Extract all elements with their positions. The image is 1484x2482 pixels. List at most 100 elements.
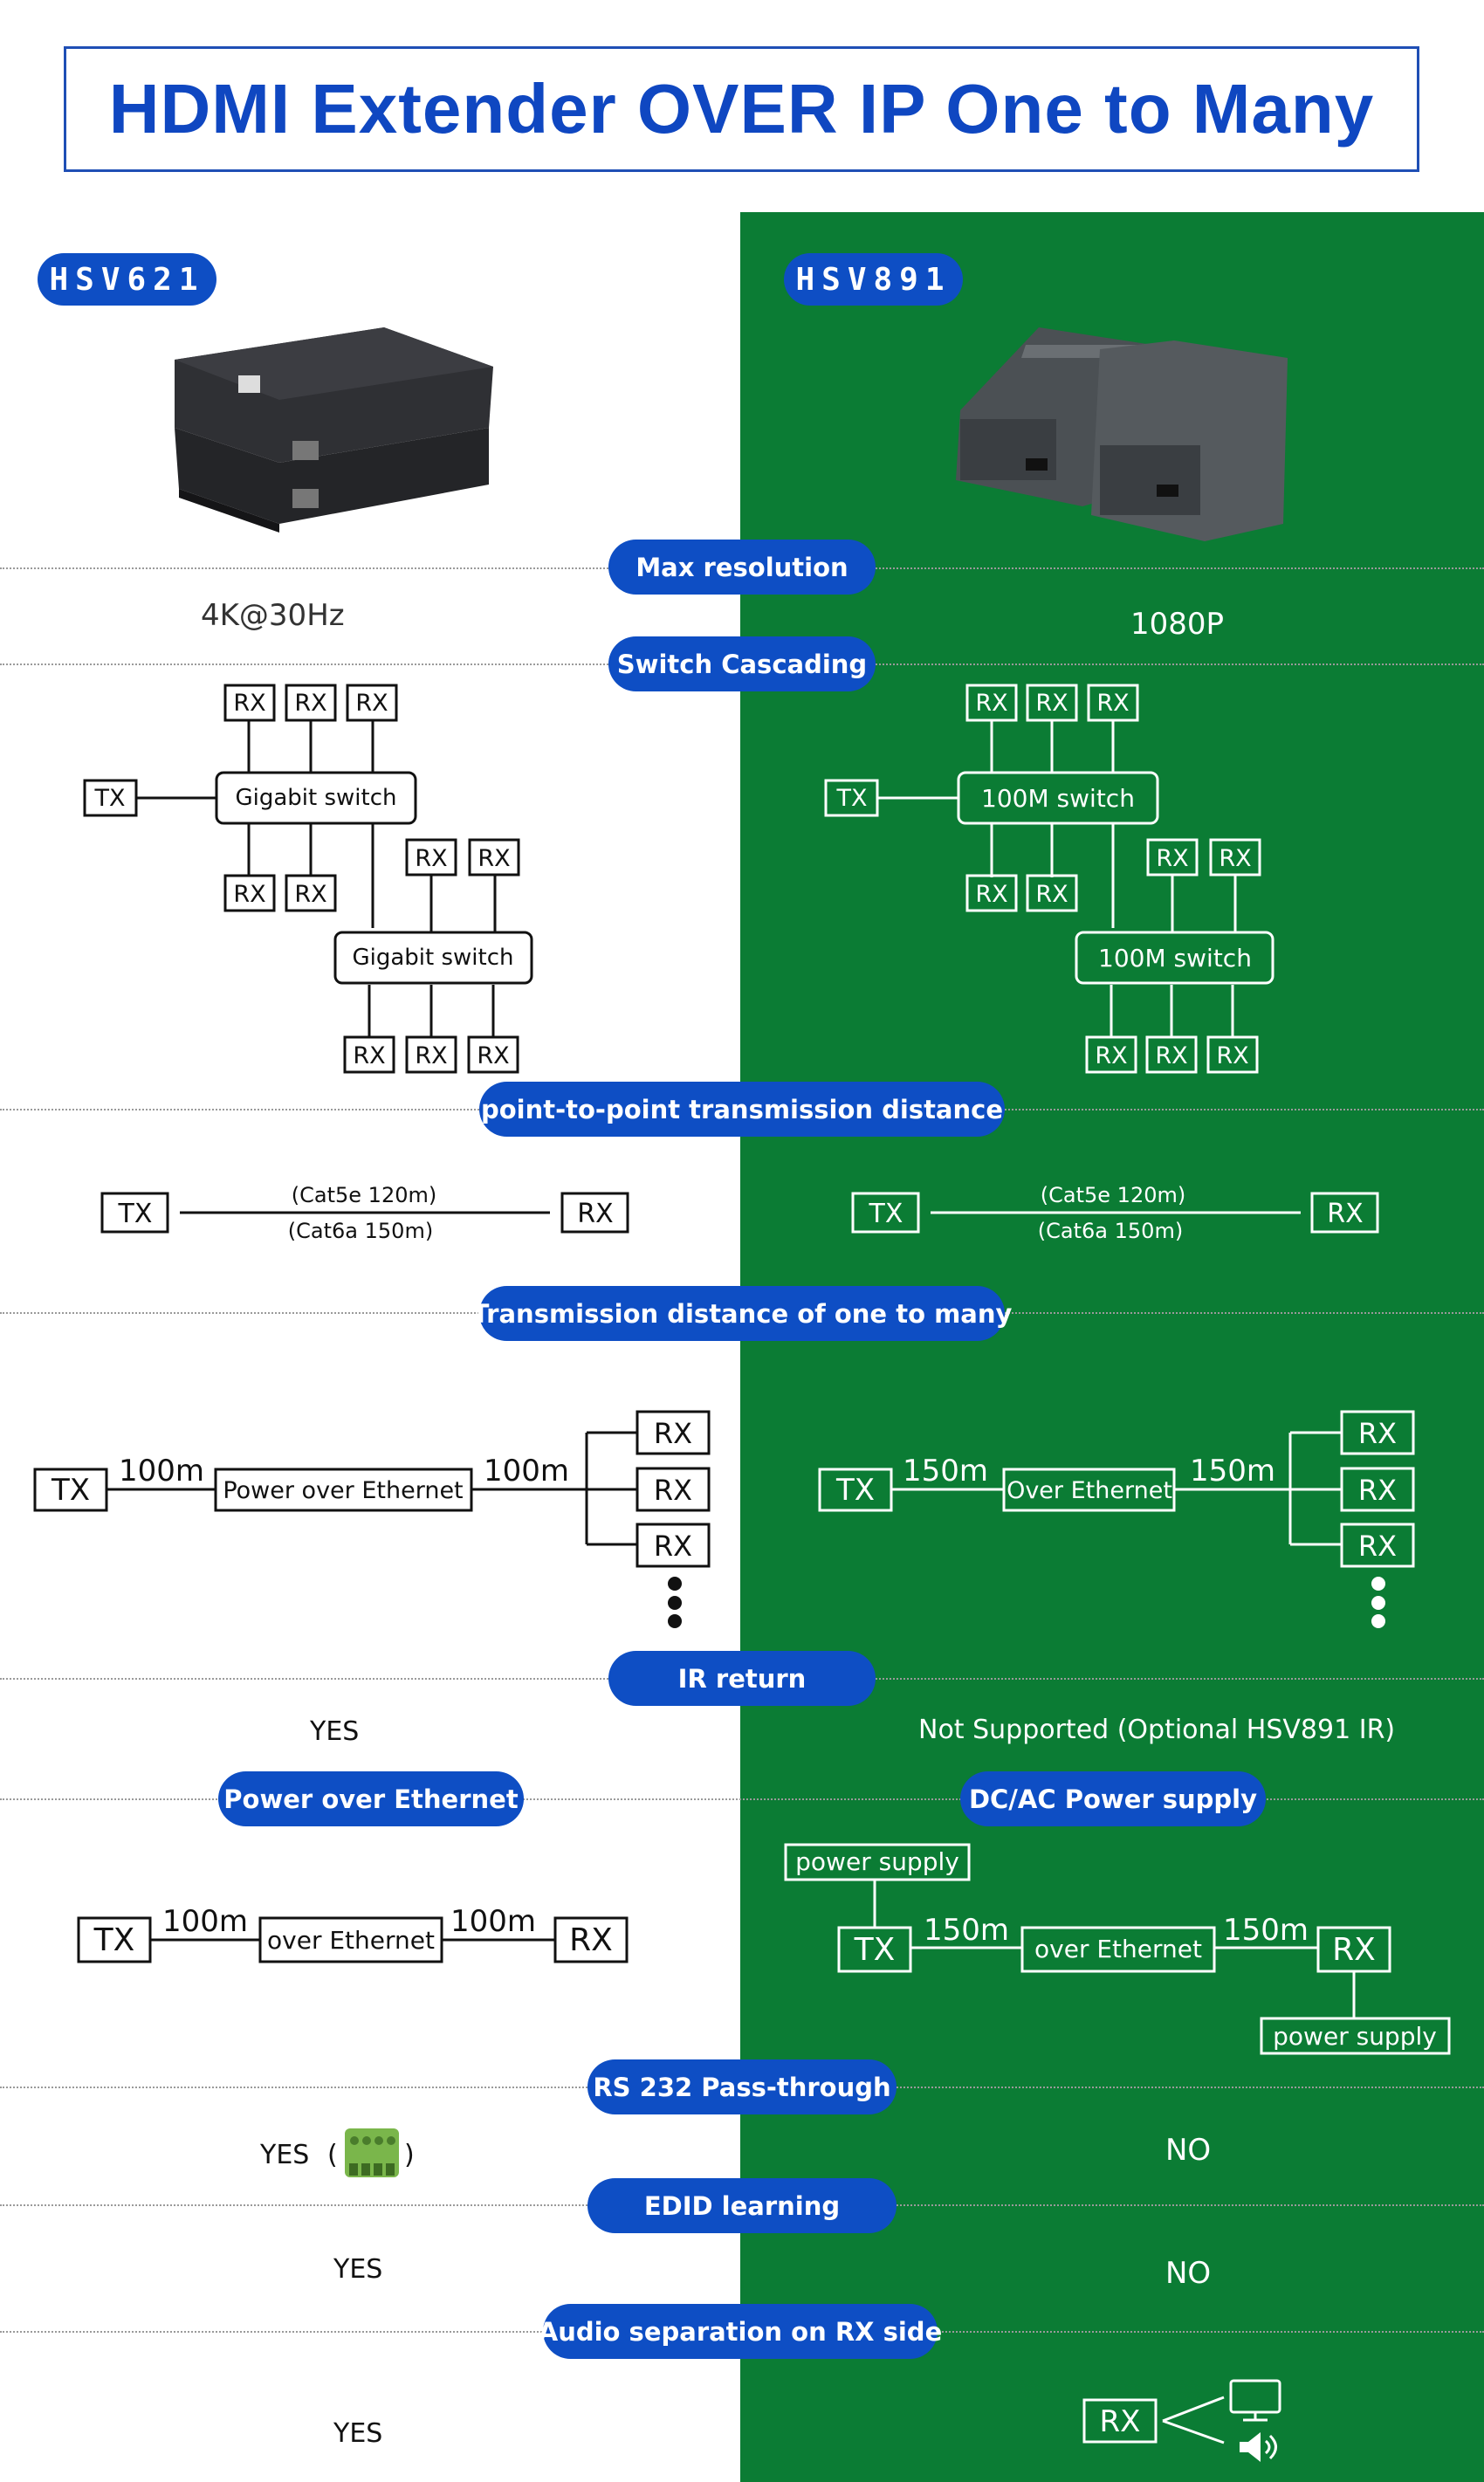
p2p-diagram-right: [851, 1192, 1379, 1234]
audio-separation-label: Audio separation on RX side: [539, 2304, 942, 2359]
rx-box: RX: [1358, 1530, 1397, 1563]
ir-return-left: YES: [310, 1716, 360, 1747]
audio-diagram: [1082, 2396, 1225, 2444]
rx-box: RX: [294, 690, 326, 717]
edid-label: EDID learning: [587, 2178, 897, 2233]
p2p-distance-label: point-to-point transmission distance: [479, 1082, 1005, 1137]
tx-box: TX: [869, 1199, 903, 1229]
monitor-icon: [1229, 2379, 1281, 2422]
distance-label: 150m: [1190, 1454, 1275, 1489]
cat5e-label: (Cat5e 120m): [292, 1183, 436, 1207]
rs232-left: YES: [260, 2140, 310, 2170]
more-dots-right: [1371, 1577, 1385, 1628]
tx-box: TX: [94, 785, 126, 812]
rx-box: RX: [477, 845, 510, 872]
switch-label: Gigabit switch: [236, 785, 397, 811]
poe-mid-label: Power over Ethernet: [223, 1477, 463, 1504]
rx-box: RX: [353, 1042, 385, 1069]
switch-diagram-right: [824, 684, 1274, 1074]
distance-label: 100m: [484, 1454, 569, 1489]
audio-left: YES: [333, 2418, 383, 2449]
cat5e-label: (Cat5e 120m): [1041, 1183, 1185, 1207]
rx-box: RX: [355, 690, 388, 717]
rx-box: RX: [1219, 845, 1251, 872]
power-diagram-left: [77, 1916, 629, 1963]
tx-box: TX: [835, 1473, 875, 1508]
ir-return-label: IR return: [608, 1651, 876, 1706]
max-resolution-label: Max resolution: [608, 540, 876, 595]
power-supply-label: power supply: [795, 1847, 959, 1876]
rx-box: RX: [654, 1417, 692, 1450]
switch-label: 100M switch: [1098, 944, 1252, 973]
tx-box: TX: [118, 1199, 153, 1229]
model-badge-right: HSV891: [784, 253, 963, 306]
one-to-many-diagram-right: [818, 1410, 1415, 1568]
rx-box: RX: [975, 881, 1007, 908]
max-resolution-left: 4K@30Hz: [201, 598, 345, 633]
ir-return-right: Not Supported (Optional HSV891 IR): [918, 1715, 1396, 1745]
cat6a-label: (Cat6a 150m): [1038, 1219, 1183, 1243]
rx-box: RX: [1332, 1932, 1376, 1968]
over-ethernet-label: Over Ethernet: [1007, 1477, 1172, 1504]
hsv621-device-image: [175, 327, 493, 533]
distance-label: 150m: [924, 1913, 1009, 1948]
p2p-diagram-left: [100, 1192, 629, 1234]
rx-box: RX: [294, 881, 326, 908]
rx-box: RX: [1095, 1042, 1127, 1069]
rx-box: RX: [1156, 845, 1188, 872]
rs232-paren-open: (: [327, 2140, 338, 2170]
rs232-right: NO: [1165, 2133, 1212, 2168]
rx-box: RX: [654, 1474, 692, 1507]
separator: [0, 1798, 1484, 1800]
rx-box: RX: [975, 690, 1007, 717]
rx-box: RX: [1155, 1042, 1187, 1069]
over-ethernet-label: over Ethernet: [1034, 1935, 1202, 1963]
distance-label: 100m: [119, 1454, 204, 1489]
edid-right: NO: [1165, 2256, 1212, 2291]
rx-box: RX: [654, 1530, 692, 1563]
distance-label: 150m: [903, 1454, 988, 1489]
tx-box: TX: [854, 1932, 896, 1968]
page-title: HDMI Extender OVER IP One to Many: [108, 70, 1375, 148]
tx-box: TX: [836, 785, 868, 812]
rx-box: RX: [569, 1922, 613, 1958]
page-title-box: HDMI Extender OVER IP One to Many: [64, 46, 1419, 172]
max-resolution-right: 1080P: [1130, 607, 1225, 642]
edid-left: YES: [333, 2254, 383, 2285]
one-to-many-label: Transmission distance of one to many: [472, 1286, 1012, 1341]
rx-box: RX: [1035, 690, 1068, 717]
rx-box: RX: [415, 845, 447, 872]
tx-box: TX: [51, 1473, 90, 1508]
rx-box: RX: [577, 1199, 613, 1229]
rx-box: RX: [1035, 881, 1068, 908]
dc-ac-power-label: DC/AC Power supply: [960, 1771, 1266, 1826]
rx-box: RX: [1327, 1199, 1363, 1229]
distance-label: 100m: [162, 1904, 248, 1939]
rx-box: RX: [233, 690, 265, 717]
switch-cascading-label: Switch Cascading: [608, 636, 876, 691]
tx-box: TX: [93, 1922, 135, 1958]
rx-box: RX: [415, 1042, 447, 1069]
rx-box: RX: [1100, 2404, 1141, 2439]
rx-box: RX: [477, 1042, 509, 1069]
switch-diagram-left: [83, 684, 533, 1074]
speaker-icon: [1240, 2432, 1277, 2462]
more-dots-left: [668, 1577, 682, 1628]
switch-label: Gigabit switch: [353, 945, 514, 971]
power-supply-label: power supply: [1273, 2022, 1437, 2051]
model-badge-left: HSV621: [38, 253, 216, 306]
hsv891-device-image: [956, 327, 1288, 541]
distance-label: 150m: [1223, 1913, 1309, 1948]
switch-label: 100M switch: [981, 784, 1135, 813]
rs232-paren-close: ): [404, 2140, 415, 2170]
rs232-label: RS 232 Pass-through: [587, 2059, 897, 2114]
rx-box: RX: [1096, 690, 1129, 717]
cat6a-label: (Cat6a 150m): [288, 1219, 433, 1243]
rx-box: RX: [1358, 1417, 1397, 1450]
rx-box: RX: [1216, 1042, 1248, 1069]
one-to-many-diagram-left: [33, 1410, 711, 1568]
distance-label: 100m: [450, 1904, 536, 1939]
